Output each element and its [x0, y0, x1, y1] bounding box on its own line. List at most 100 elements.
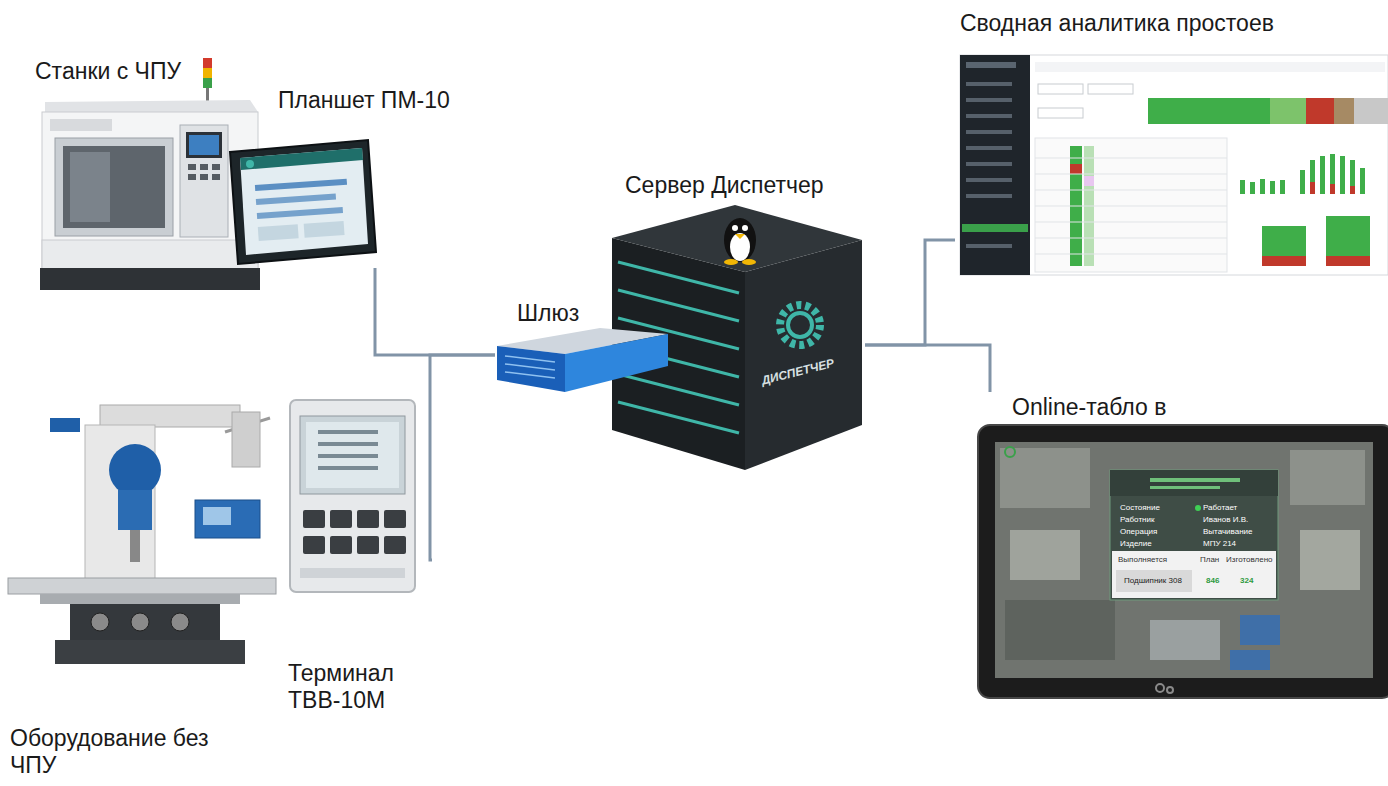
- analytics-screenshot: [1330, 184, 1335, 194]
- node-label: Сервер Диспетчер: [625, 172, 861, 199]
- analytics-screenshot: [1310, 160, 1315, 194]
- cnc-machine-picture: [186, 132, 222, 158]
- cnc-machine-picture: [189, 135, 219, 155]
- cnc-machine-picture: [40, 58, 260, 290]
- node-label: Шлюз: [517, 300, 657, 327]
- analytics-screenshot: [1360, 168, 1365, 194]
- analytics-screenshot: [1340, 156, 1345, 194]
- online-board-display: [1167, 687, 1173, 693]
- analytics-screenshot: [966, 244, 1012, 248]
- analytics-screenshot: [1035, 254, 1227, 255]
- online-board-display: [1110, 470, 1278, 496]
- cnc-machine-picture: [200, 164, 208, 170]
- table-cell: 846: [1206, 576, 1219, 586]
- analytics-screenshot: [1280, 180, 1285, 194]
- analytics-screenshot: [1262, 256, 1306, 266]
- analytics-screenshot: [966, 98, 1012, 102]
- online-board-display: [978, 425, 1388, 698]
- table-header: Выполняется: [1118, 555, 1167, 565]
- server-picture: [724, 259, 738, 265]
- online-board-display: [1300, 530, 1360, 590]
- server-picture: [618, 262, 739, 293]
- table-cell: Подшипник 308: [1124, 576, 1182, 586]
- terminal-picture: [290, 400, 415, 592]
- online-board-display: [978, 425, 1388, 698]
- table-cell: 324: [1240, 576, 1253, 586]
- analytics-screenshot: [966, 130, 1012, 134]
- manual-machine-picture: [70, 604, 220, 640]
- analytics-screenshot: [1250, 182, 1255, 194]
- server-picture: [780, 305, 820, 345]
- analytics-screenshot: [966, 62, 1016, 68]
- manual-machine-picture: [40, 594, 240, 604]
- server-device: Сервер Диспетчер: [600, 172, 865, 472]
- manual-machine-picture: [91, 613, 109, 631]
- node-label: Терминал ТВВ-10М: [288, 660, 428, 714]
- status-value: Вытачивание: [1203, 527, 1253, 537]
- analytics-screenshot: [1148, 98, 1270, 124]
- server-picture: [735, 234, 745, 239]
- manual-machine-picture: [195, 500, 260, 538]
- analytics-screenshot: [966, 162, 1012, 166]
- server-picture: [612, 205, 862, 272]
- node-label: Станки с ЧПУ: [35, 58, 260, 85]
- node-label: Оборудование без ЧПУ: [10, 725, 240, 779]
- cnc-machine-picture: [50, 119, 112, 131]
- online-board: Online-табло в: [975, 392, 1388, 704]
- server-picture: [618, 402, 739, 433]
- analytics-screenshot: [1035, 138, 1227, 272]
- terminal-device: Терминал ТВВ-10М: [285, 398, 432, 716]
- analytics-screenshot: [1320, 156, 1325, 194]
- status-field: Работник: [1120, 515, 1154, 525]
- status-field: Состояние: [1120, 503, 1160, 513]
- manual-machine-picture: [203, 507, 231, 525]
- tablet-picture: [240, 148, 368, 255]
- manual-machine-picture: [8, 405, 276, 664]
- server-picture: [730, 233, 750, 261]
- manual-machine-picture: [100, 405, 240, 427]
- manual-machine-picture: [118, 490, 152, 530]
- network-link: [865, 240, 955, 345]
- gateway-device: Шлюз: [495, 298, 665, 402]
- analytics-screenshot: [966, 194, 1012, 198]
- terminal-picture: [290, 400, 415, 592]
- gateway-picture: [565, 334, 668, 392]
- tablet-screen-content: [258, 224, 299, 241]
- network-link: [865, 345, 990, 392]
- tablet-picture: [246, 160, 254, 168]
- tablet-screen-content: [255, 179, 351, 241]
- analytics-screenshot: [1326, 256, 1370, 266]
- terminal-picture: [303, 536, 325, 554]
- tablet-screen-content: [257, 207, 343, 219]
- analytics-screenshot: [1035, 62, 1385, 72]
- cnc-machine-picture: [188, 164, 196, 170]
- manual-machine-picture: [232, 412, 260, 467]
- node-label: Сводная аналитика простоев: [960, 10, 1380, 37]
- analytics-screenshot: [960, 55, 1388, 275]
- analytics-screenshot: [1310, 182, 1315, 194]
- online-board-display: [1230, 650, 1270, 670]
- cnc-machine-picture: [200, 174, 208, 180]
- terminal-picture: [318, 442, 378, 446]
- online-board-display: [1195, 505, 1201, 511]
- tablet-device: Планшет ПМ-10: [228, 85, 520, 268]
- analytics-screenshot: [966, 114, 1012, 118]
- analytics-screenshot: [1038, 108, 1083, 118]
- analytics-screenshot: [960, 55, 1388, 275]
- analytics-screenshot: [1262, 226, 1306, 256]
- analytics-screenshot: [1330, 154, 1335, 194]
- network-link: [375, 268, 495, 355]
- server-picture: [788, 313, 812, 337]
- logo-text: ДИСПЕТЧЕР: [760, 356, 836, 388]
- cnc-machine-picture: [63, 146, 165, 228]
- analytics-screenshot: [1350, 160, 1355, 194]
- cnc-machine-picture: [55, 138, 173, 236]
- analytics-screenshot: [966, 178, 1012, 182]
- online-board-display: [1150, 620, 1220, 660]
- cnc-machine-picture: [188, 174, 196, 180]
- cnc-machine-picture: [203, 78, 212, 88]
- cnc-machine-picture: [40, 268, 260, 290]
- analytics-screenshot: [1300, 170, 1305, 194]
